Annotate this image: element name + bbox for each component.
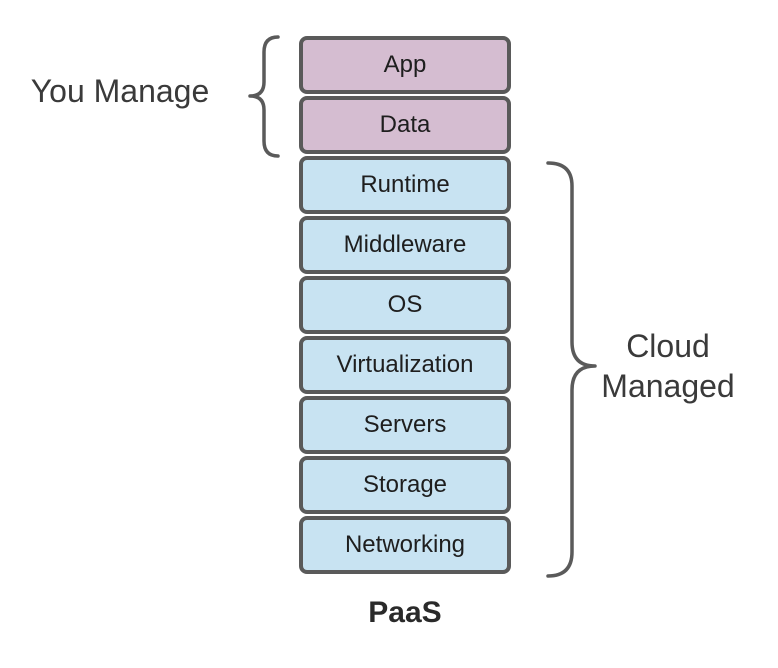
- layer-data: Data: [299, 96, 511, 154]
- layer-data-label: Data: [379, 111, 431, 138]
- layer-app-label: App: [383, 51, 427, 78]
- layer-servers: Servers: [299, 396, 511, 454]
- layer-middleware: Middleware: [299, 216, 511, 274]
- layer-middleware-label: Middleware: [343, 231, 467, 258]
- cloud-managed-label-line1: Cloud: [626, 328, 710, 364]
- diagram-title: PaaS: [368, 596, 442, 629]
- layer-storage-label: Storage: [362, 471, 448, 498]
- layer-servers-label: Servers: [363, 411, 447, 438]
- layer-runtime-label: Runtime: [360, 171, 450, 198]
- you-manage-label: You Manage: [30, 73, 210, 109]
- layer-networking: Networking: [299, 516, 511, 574]
- layer-virtualization-label: Virtualization: [336, 351, 474, 378]
- layer-os-label: OS: [387, 291, 423, 318]
- layer-runtime: Runtime: [299, 156, 511, 214]
- layer-os: OS: [299, 276, 511, 334]
- cloud-managed-label: Cloud Managed: [588, 326, 748, 406]
- layer-storage: Storage: [299, 456, 511, 514]
- cloud-managed-label-line2: Managed: [601, 368, 735, 404]
- layer-networking-label: Networking: [344, 531, 466, 558]
- layer-virtualization: Virtualization: [299, 336, 511, 394]
- layer-app: App: [299, 36, 511, 94]
